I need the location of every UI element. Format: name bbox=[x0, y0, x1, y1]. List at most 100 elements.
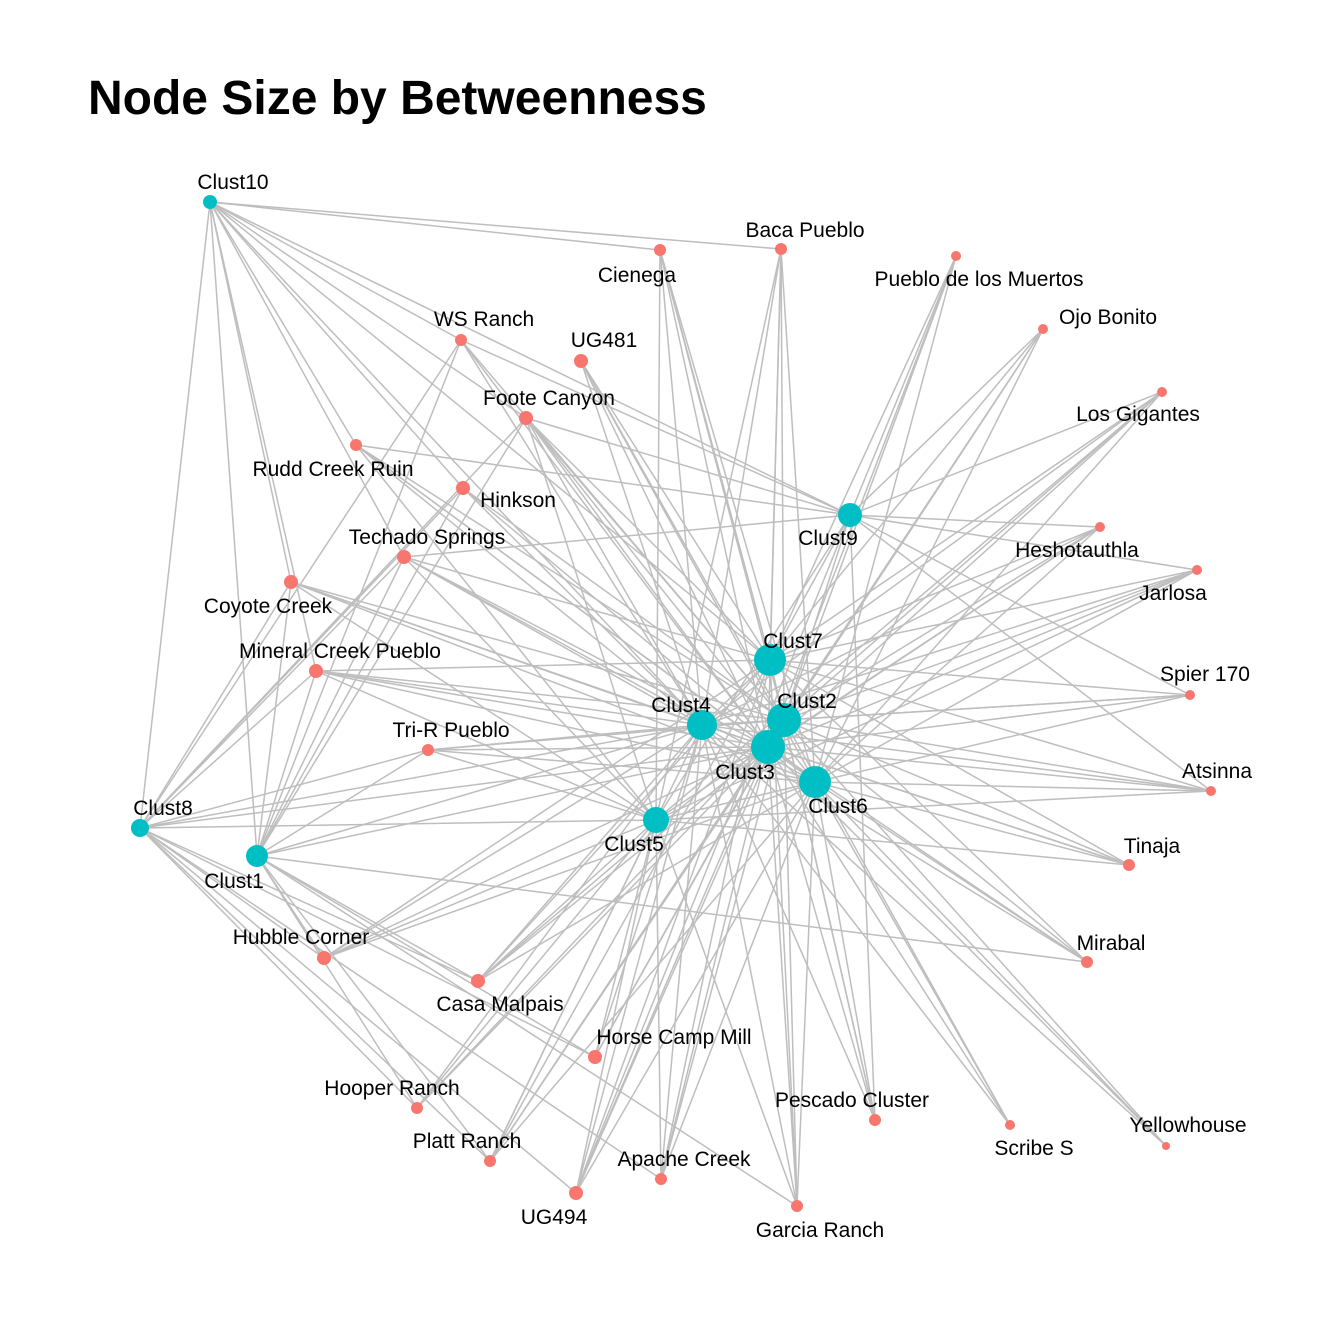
edge-clust10--baca-pueblo bbox=[209, 201, 782, 250]
edge-clust3--foote-canyon bbox=[525, 417, 769, 748]
edge-clust10--clust1 bbox=[209, 201, 258, 857]
edge-clust7--atsinna bbox=[769, 659, 1212, 792]
edge-clust8--hooper-ranch bbox=[139, 827, 418, 1109]
node-clust8 bbox=[131, 819, 149, 837]
edge-clust5--cienega bbox=[655, 249, 661, 821]
node-layer bbox=[131, 195, 1216, 1212]
edge-clust10--techado-springs bbox=[209, 201, 405, 558]
edge-clust5--garcia-ranch bbox=[655, 819, 798, 1207]
edge-clust1--garcia-ranch bbox=[256, 855, 798, 1207]
edge-clust7--foote-canyon bbox=[525, 417, 771, 661]
edge-clust7--los-gigantes bbox=[769, 391, 1163, 661]
node-cienega bbox=[654, 244, 666, 256]
edge-clust6--apache-creek bbox=[660, 781, 816, 1180]
node-label-cienega: Cienega bbox=[598, 264, 677, 287]
figure-title: Node Size by Betweenness bbox=[88, 72, 707, 125]
edge-clust2--coyote-creek bbox=[290, 581, 785, 721]
node-label-baca-pueblo: Baca Pueblo bbox=[745, 219, 864, 242]
edge-clust5--horse-camp-mill bbox=[594, 819, 657, 1058]
edge-clust4--ug481 bbox=[580, 360, 703, 726]
edge-clust6--tinaja bbox=[814, 781, 1130, 866]
edge-clust9--spier-170 bbox=[849, 514, 1191, 696]
edge-clust6--los-gigantes bbox=[814, 391, 1163, 783]
edge-clust6--spier-170 bbox=[814, 694, 1191, 783]
node-label-foote-canyon: Foote Canyon bbox=[483, 387, 615, 410]
edge-clust9--los-gigantes bbox=[849, 391, 1163, 516]
edge-clust6--baca-pueblo bbox=[780, 248, 816, 783]
node-label-clust3: Clust3 bbox=[715, 761, 775, 784]
edge-clust3--hubble-corner bbox=[323, 746, 769, 959]
edge-clust6--ug494 bbox=[575, 781, 816, 1194]
edge-clust3--scribe-s bbox=[767, 746, 1011, 1126]
edge-clust5--platt-ranch bbox=[489, 819, 657, 1162]
edge-clust9--rudd-creek-ruin bbox=[355, 444, 851, 516]
edge-clust5--casa-malpais bbox=[477, 819, 657, 982]
node-coyote-creek bbox=[284, 575, 298, 589]
edge-clust6--hinkson bbox=[462, 487, 816, 783]
node-label-clust7: Clust7 bbox=[763, 630, 823, 653]
edge-clust5--apache-creek bbox=[655, 819, 662, 1180]
node-label-clust2: Clust2 bbox=[777, 690, 837, 713]
edge-clust3--yellowhouse bbox=[767, 746, 1167, 1147]
edge-clust10--coyote-creek bbox=[209, 201, 292, 583]
edge-clust6--mirabal bbox=[814, 781, 1088, 963]
edge-clust5--hubble-corner bbox=[323, 819, 657, 959]
node-clust1 bbox=[246, 845, 268, 867]
edge-clust6--coyote-creek bbox=[290, 581, 816, 783]
edge-clust2--hinkson bbox=[462, 487, 785, 721]
edge-clust2--jarlosa bbox=[783, 569, 1198, 721]
node-spier-170 bbox=[1185, 690, 1195, 700]
edge-clust5--atsinna bbox=[655, 790, 1212, 821]
edge-clust3--jarlosa bbox=[767, 569, 1198, 748]
edge-clust4--foote-canyon bbox=[525, 417, 703, 726]
node-hubble-corner bbox=[317, 951, 331, 965]
edge-clust6--jarlosa bbox=[814, 569, 1198, 783]
edge-clust6--pescado-cluster bbox=[814, 781, 876, 1121]
edge-clust5--foote-canyon bbox=[525, 417, 657, 821]
node-clust3 bbox=[751, 730, 785, 764]
edge-clust6--ojo-bonito bbox=[814, 328, 1044, 783]
node-label-ug494: UG494 bbox=[521, 1206, 588, 1229]
node-label-atsinna: Atsinna bbox=[1182, 760, 1252, 783]
node-label-pescado-cluster: Pescado Cluster bbox=[775, 1089, 929, 1112]
edge-clust7--jarlosa bbox=[769, 569, 1198, 661]
edge-layer bbox=[139, 201, 1212, 1207]
edge-clust10--cienega bbox=[209, 201, 661, 251]
edge-clust4--mineral-creek-pueblo bbox=[315, 670, 703, 726]
node-label-spier-170: Spier 170 bbox=[1160, 663, 1250, 686]
edge-clust6--heshotauthla bbox=[814, 526, 1101, 783]
edge-clust10--hinkson bbox=[209, 201, 464, 489]
edge-clust2--tinaja bbox=[783, 719, 1130, 866]
edge-clust2--mineral-creek-pueblo bbox=[315, 670, 785, 721]
edge-clust6--scribe-s bbox=[814, 781, 1011, 1126]
edge-clust5--tri-r-pueblo bbox=[427, 749, 657, 821]
edge-clust2--pueblo-de-los-muertos bbox=[783, 255, 957, 721]
node-label-horse-camp-mill: Horse Camp Mill bbox=[596, 1026, 751, 1049]
edge-clust2--hooper-ranch bbox=[416, 719, 785, 1109]
edge-clust3--apache-creek bbox=[660, 746, 769, 1180]
edge-clust6--hubble-corner bbox=[323, 781, 816, 959]
edge-clust4--horse-camp-mill bbox=[594, 724, 703, 1058]
edge-clust3--spier-170 bbox=[767, 694, 1191, 748]
edge-clust7--heshotauthla bbox=[769, 526, 1101, 661]
node-label-yellowhouse: Yellowhouse bbox=[1129, 1114, 1246, 1137]
node-clust6 bbox=[799, 766, 831, 798]
edge-clust7--pueblo-de-los-muertos bbox=[769, 255, 957, 661]
edge-clust2--apache-creek bbox=[660, 719, 785, 1180]
node-label-garcia-ranch: Garcia Ranch bbox=[756, 1219, 884, 1242]
node-ug494 bbox=[569, 1186, 583, 1200]
node-label-hooper-ranch: Hooper Ranch bbox=[324, 1077, 459, 1100]
edge-clust8--hubble-corner bbox=[139, 827, 325, 959]
edge-clust1--platt-ranch bbox=[256, 855, 491, 1162]
edge-clust3--garcia-ranch bbox=[767, 746, 798, 1207]
edge-clust5--los-gigantes bbox=[655, 391, 1163, 821]
edge-clust6--atsinna bbox=[814, 781, 1212, 792]
edge-clust4--ws-ranch bbox=[460, 339, 703, 726]
node-label-ug481: UG481 bbox=[571, 329, 638, 352]
edge-clust1--coyote-creek bbox=[256, 581, 292, 857]
edge-clust5--hooper-ranch bbox=[416, 819, 657, 1109]
node-label-clust4: Clust4 bbox=[651, 694, 711, 717]
edge-clust6--platt-ranch bbox=[489, 781, 816, 1162]
edge-clust3--pescado-cluster bbox=[767, 746, 876, 1121]
